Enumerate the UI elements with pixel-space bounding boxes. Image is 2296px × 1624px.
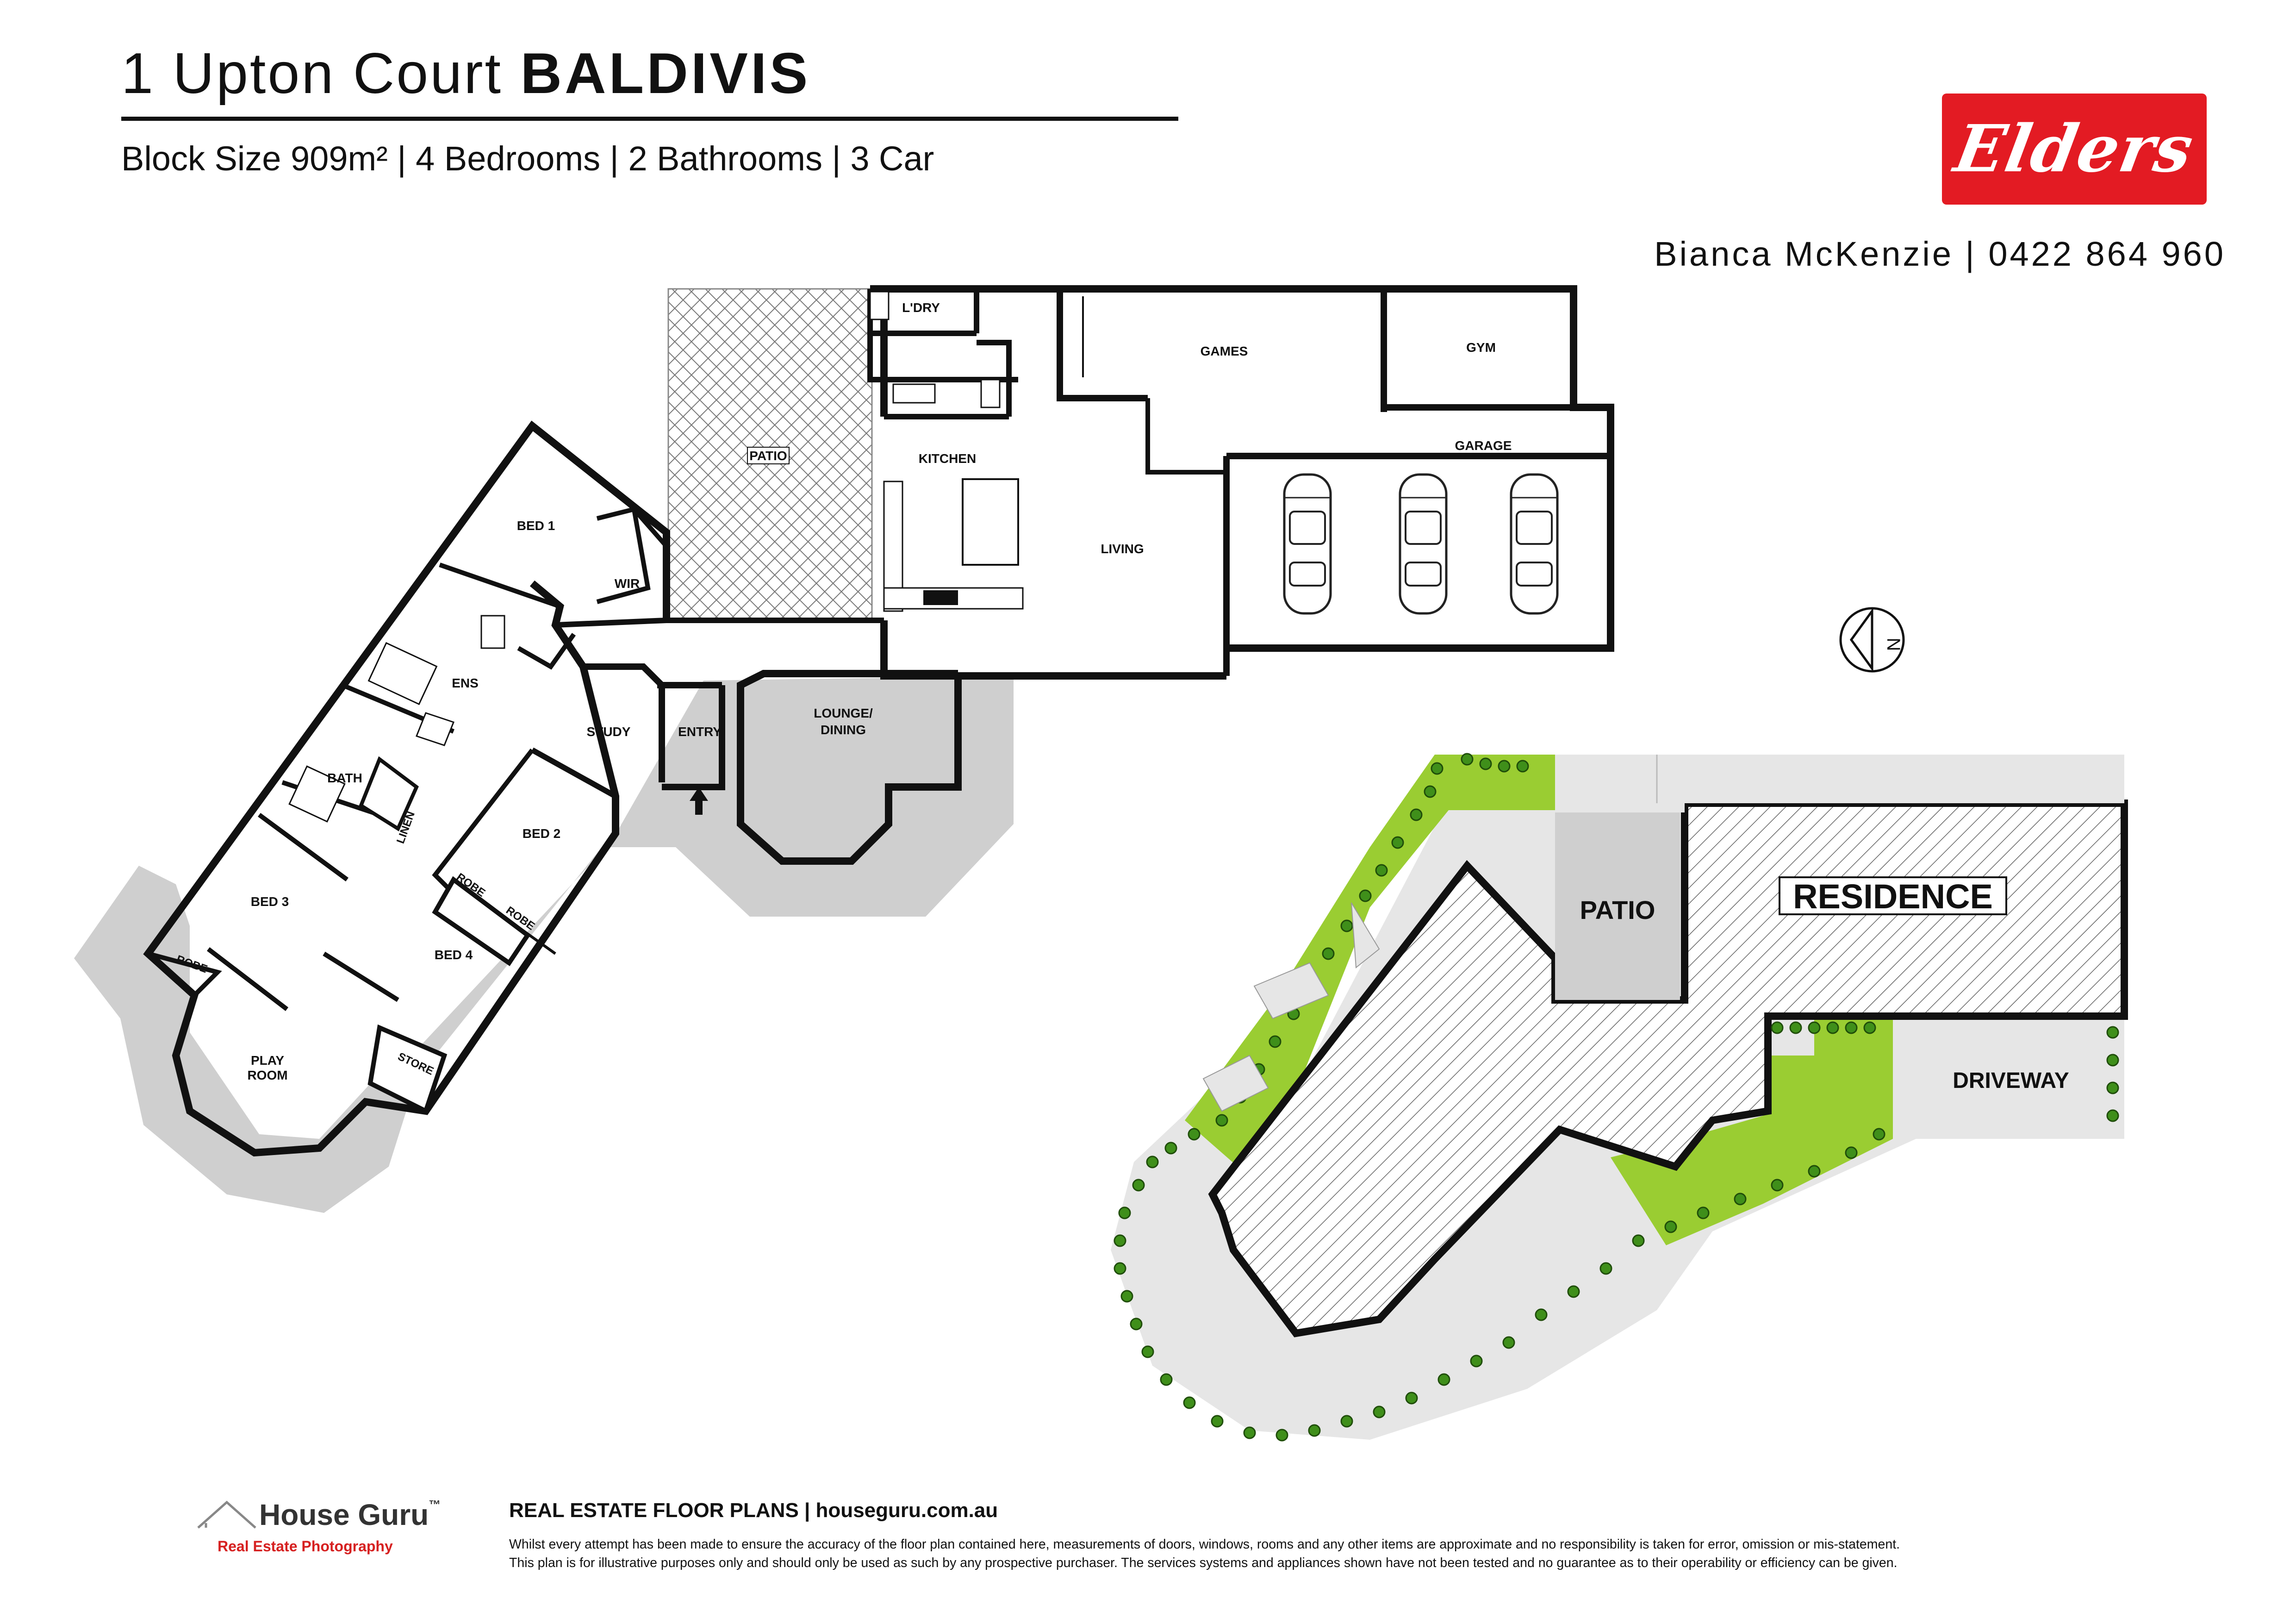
car-3-icon [1511,475,1557,613]
title-divider [121,117,1178,121]
floor-plan [74,285,1905,1213]
room-label-games: GAMES [1201,344,1248,358]
room-label-room: ROOM [247,1068,287,1082]
elders-logo: Elders [1942,94,2207,205]
room-label-laundry: L'DRY [902,300,940,315]
disclaimer-line-2: This plan is for illustrative purposes o… [509,1555,1898,1570]
kitchen-island [962,478,1019,566]
room-label-ens: ENS [452,676,479,690]
room-label-entry: ENTRY [678,725,722,739]
room-label-bath: BATH [327,771,362,785]
room-label-wir: WIR [615,576,640,591]
room-label-dining: DINING [821,723,866,737]
address-text: 1 Upton Court [121,42,503,106]
car-2-icon [1400,475,1446,613]
site-patio-block [1555,812,1680,1000]
footer-heading: REAL ESTATE FLOOR PLANS | houseguru.com.… [509,1499,998,1522]
north-label: N [1883,638,1904,651]
house-guru-logo: House Guru™ [259,1498,441,1531]
room-label-garage: GARAGE [1455,438,1512,453]
car-1-icon [1284,475,1331,613]
lawn-driveway [1814,1016,1893,1143]
lawn-west [1185,755,1555,1185]
site-label-driveway: DRIVEWAY [1953,1068,2069,1093]
room-label-bed2: BED 2 [523,826,560,841]
site-label-residence: RESIDENCE [1793,877,1993,916]
room-label-play: PLAY [251,1053,284,1068]
residence-outline [1208,800,2128,1337]
footer-disclaimer: Whilst every attempt has been made to en… [509,1535,2221,1572]
room-label-bed3: BED 3 [251,894,289,909]
house-guru-tagline: Real Estate Photography [218,1538,393,1555]
room-label-bed4: BED 4 [435,948,473,962]
room-label-study: STUDY [587,725,631,739]
site-label-patio: PATIO [1580,895,1655,924]
property-specs: Block Size 909m² | 4 Bedrooms | 2 Bathro… [121,139,934,178]
page-title: 1 Upton Court BALDIVIS [121,41,810,106]
house-guru-logo-icon [197,1500,256,1529]
room-label-bed1: BED 1 [517,518,555,533]
north-compass-icon [1839,607,1905,673]
site-plan [1111,753,2128,1442]
room-label-gym: GYM [1466,340,1496,355]
suburb-text: BALDIVIS [520,42,811,106]
agent-contact: Bianca McKenzie | 0422 864 960 [1654,235,2226,273]
room-label-living: LIVING [1101,542,1144,556]
disclaimer-line-1: Whilst every attempt has been made to en… [509,1537,1900,1552]
room-label-patio: PATIO [749,449,787,463]
room-label-lounge: LOUNGE/ [814,706,873,720]
room-label-kitchen: KITCHEN [919,451,976,466]
shrubs [1114,753,2119,1442]
